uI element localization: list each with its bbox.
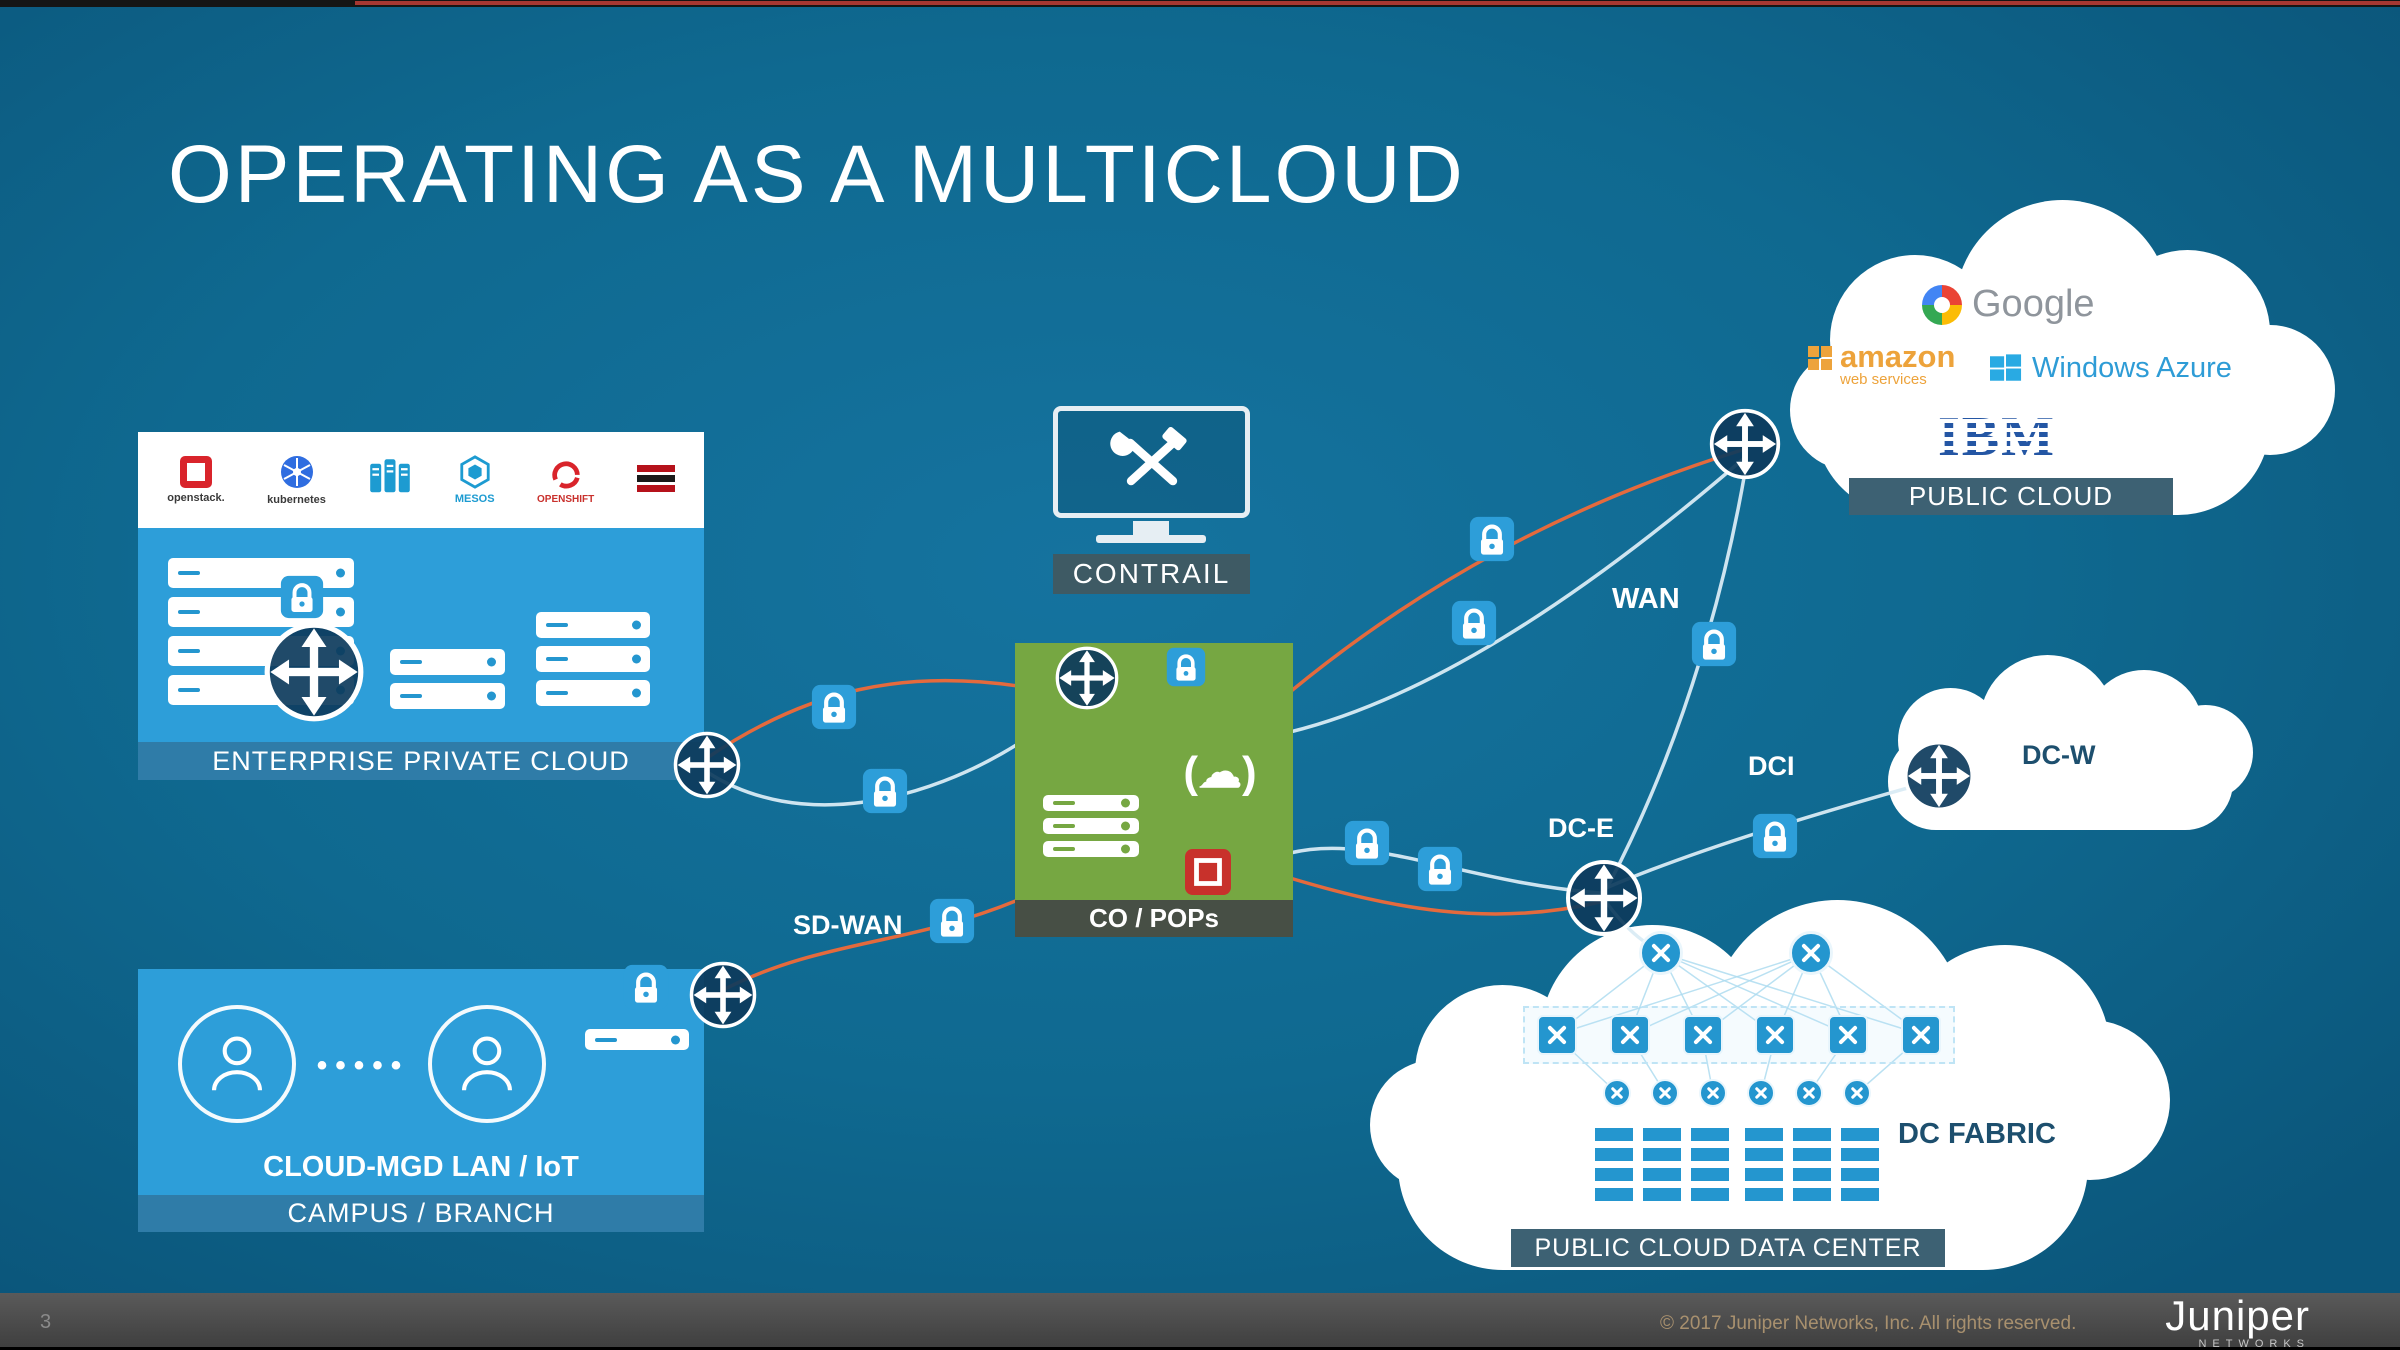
leaf-row (1523, 1006, 1955, 1064)
server-stack (1043, 795, 1139, 857)
leaf-node-icon (1828, 1015, 1869, 1055)
ibm-logo: IBM (1938, 406, 2056, 468)
public-cloud-label: PUBLIC CLOUD (1849, 478, 2173, 515)
lock-icon (1469, 516, 1515, 562)
ellipsis-dots: ••••• (316, 1049, 410, 1082)
person-icon (196, 1023, 278, 1105)
servers-logo (368, 459, 412, 501)
router-icon (673, 731, 741, 799)
mesos-icon (460, 455, 490, 489)
google-icon (1922, 284, 1962, 325)
router-icon (1903, 740, 1975, 812)
brand-name: Juniper (2165, 1292, 2310, 1339)
sd-wan-label: SD-WAN (793, 910, 903, 940)
openstack-logo: openstack. (167, 456, 225, 504)
dc-fabric-label: DC FABRIC (1898, 1118, 2056, 1150)
contrail-label: CONTRAIL (1053, 554, 1250, 594)
leaf-node-icon (1755, 1015, 1796, 1055)
google-logo: Google (1922, 283, 2095, 326)
lock-icon (623, 964, 669, 1010)
co-pops-label: CO / POPs (1015, 900, 1293, 937)
wan-label: WAN (1612, 583, 1680, 615)
server-stack-right (536, 612, 650, 706)
lock-icon (280, 575, 324, 619)
access-node-icon (1747, 1079, 1775, 1107)
lock-icon (811, 684, 857, 730)
enterprise-body (138, 528, 704, 742)
person-icon (446, 1023, 528, 1105)
mesos-logo: MESOS (455, 455, 495, 505)
openstack-icon (179, 456, 212, 488)
router-icon (262, 620, 366, 724)
openshift-icon (551, 460, 580, 488)
leaf-node-icon (1900, 1015, 1941, 1055)
datacenter-label: PUBLIC CLOUD DATA CENTER (1511, 1229, 1945, 1267)
monitor-base (1096, 535, 1206, 543)
spine-node-icon (1789, 931, 1833, 975)
dc-e-label: DC-E (1548, 813, 1614, 843)
dc-w-label: DC-W (2022, 740, 2096, 770)
server-stack-mid (390, 649, 505, 709)
amazon-logo: amazon web services (1808, 341, 1955, 388)
campus-title: CLOUD-MGD LAN / IoT (263, 1151, 579, 1183)
openstack-box-icon (1185, 849, 1231, 895)
access-node-icon (1699, 1079, 1727, 1107)
lock-icon (1752, 813, 1798, 859)
tools-icon (1109, 426, 1187, 486)
access-node-icon (1843, 1079, 1871, 1107)
router-icon (689, 961, 757, 1029)
campus-branch-block: ••••• CLOUD-MGD LAN / IoT CAMPUS / BRANC… (138, 969, 704, 1232)
lock-icon (1166, 647, 1206, 687)
dci-label: DCI (1748, 751, 1795, 781)
stacked-bars-icon (636, 464, 675, 492)
brand-logo: Juniper NETWORKS (2090, 1295, 2310, 1350)
openshift-logo: OPENSHIFT (537, 456, 594, 505)
router-icon (1566, 860, 1642, 936)
co-pops-block: (☁) CO / POPs (1015, 643, 1293, 937)
footer-bar: 3 © 2017 Juniper Networks, Inc. All righ… (0, 1293, 2400, 1350)
windows-icon (1990, 354, 2022, 381)
router-icon (1709, 408, 1781, 480)
spine-node-icon (1639, 931, 1683, 975)
server-rack-icon (370, 459, 411, 493)
access-node-icon (1651, 1079, 1679, 1107)
lock-icon (929, 898, 975, 944)
server-grid (1745, 1128, 1879, 1201)
access-node-icon (1795, 1079, 1823, 1107)
top-strip (0, 0, 2400, 7)
lock-icon (1451, 600, 1497, 646)
azure-logo: Windows Azure (1990, 352, 2232, 385)
campus-label: CAMPUS / BRANCH (138, 1195, 704, 1232)
sdwan-cloud-glyph: (☁) (1183, 748, 1257, 797)
enterprise-label: ENTERPRISE PRIVATE CLOUD (138, 742, 704, 780)
leaf-node-icon (1682, 1015, 1723, 1055)
cpe-device-icon (585, 1029, 689, 1050)
lock-icon (862, 768, 908, 814)
lock-icon (1344, 820, 1390, 866)
monitor-stand (1133, 521, 1169, 535)
enterprise-logos-strip: openstack. kubernetes (138, 432, 704, 528)
kubernetes-logo: kubernetes (267, 454, 326, 506)
user-icon (428, 1005, 546, 1123)
server-grid (1595, 1128, 1729, 1201)
copyright-text: © 2017 Juniper Networks, Inc. All rights… (1660, 1313, 2077, 1334)
amazon-boxes-icon (1808, 346, 1832, 370)
page-title: OPERATING AS A MULTICLOUD (168, 129, 1466, 220)
footer-bottom-strip (0, 1347, 2400, 1350)
enterprise-private-cloud-block: openstack. kubernetes (138, 432, 704, 780)
stacked-bars-logo (636, 464, 675, 496)
kubernetes-icon (280, 456, 313, 488)
lock-icon (1417, 846, 1463, 892)
lock-icon (1691, 621, 1737, 667)
user-icon (178, 1005, 296, 1123)
leaf-node-icon (1609, 1015, 1650, 1055)
contrail-monitor-icon (1053, 406, 1250, 518)
router-icon (1055, 646, 1119, 710)
leaf-node-icon (1537, 1015, 1577, 1055)
access-node-icon (1603, 1079, 1631, 1107)
page-number: 3 (40, 1311, 52, 1333)
